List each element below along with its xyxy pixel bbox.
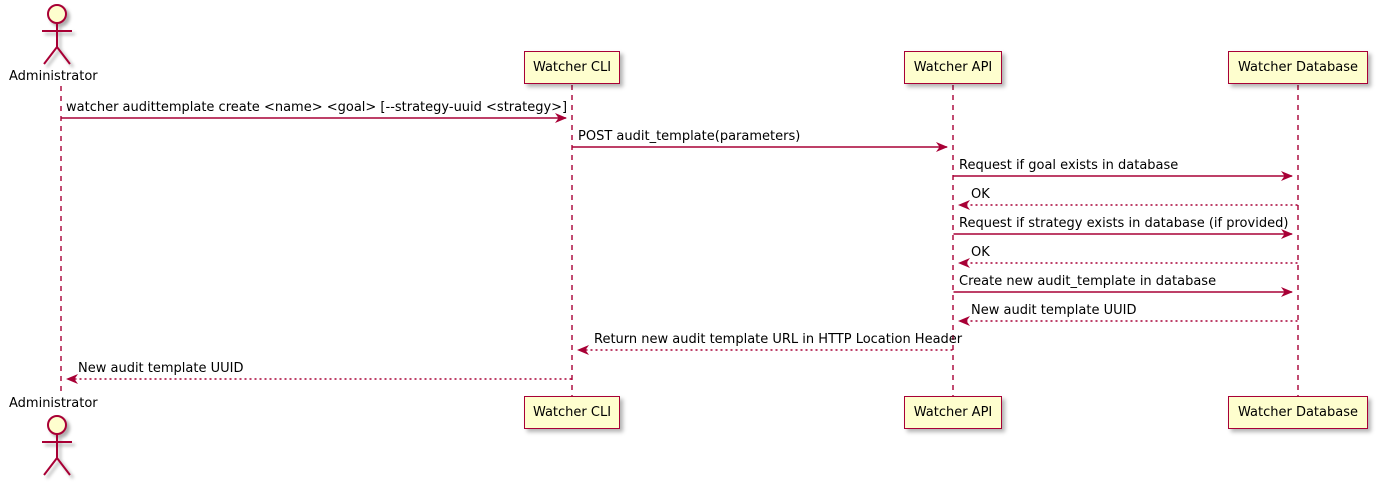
participant-label-watcher-database-top: Watcher Database xyxy=(1238,60,1358,75)
participant-box-watcher-database-top[interactable]: Watcher Database xyxy=(1228,51,1368,84)
message-label-2: POST audit_template(parameters) xyxy=(578,129,801,144)
actor-label-administrator-top: Administrator xyxy=(9,69,98,84)
actor-label-administrator-bottom: Administrator xyxy=(9,396,98,411)
participant-label-watcher-cli-top: Watcher CLI xyxy=(532,60,612,75)
message-label-5: Request if strategy exists in database (… xyxy=(959,216,1289,231)
message-label-1: watcher audittemplate create <name> <goa… xyxy=(66,100,568,115)
participant-label-watcher-api-bottom: Watcher API xyxy=(913,405,993,420)
actor-figure-top xyxy=(42,4,72,65)
participant-box-watcher-api-bottom[interactable]: Watcher API xyxy=(904,396,1002,429)
lifelines xyxy=(60,85,1299,396)
message-label-6: OK xyxy=(971,245,990,260)
participant-box-watcher-api-top[interactable]: Watcher API xyxy=(904,51,1002,84)
participant-label-watcher-database-bottom: Watcher Database xyxy=(1238,405,1358,420)
participant-box-watcher-cli-bottom[interactable]: Watcher CLI xyxy=(524,396,620,429)
participant-box-watcher-cli-top[interactable]: Watcher CLI xyxy=(524,51,620,84)
message-label-9: Return new audit template URL in HTTP Lo… xyxy=(594,332,963,347)
message-label-8: New audit template UUID xyxy=(971,303,1137,318)
message-label-4: OK xyxy=(971,187,990,202)
message-label-7: Create new audit_template in database xyxy=(959,274,1217,289)
message-label-10: New audit template UUID xyxy=(78,361,244,376)
participant-label-watcher-api-top: Watcher API xyxy=(913,60,993,75)
participant-box-watcher-database-bottom[interactable]: Watcher Database xyxy=(1228,396,1368,429)
message-label-3: Request if goal exists in database xyxy=(959,158,1179,173)
actor-figure-bottom xyxy=(42,415,72,476)
participant-label-watcher-cli-bottom: Watcher CLI xyxy=(532,405,612,420)
message-arrows xyxy=(61,113,1298,384)
